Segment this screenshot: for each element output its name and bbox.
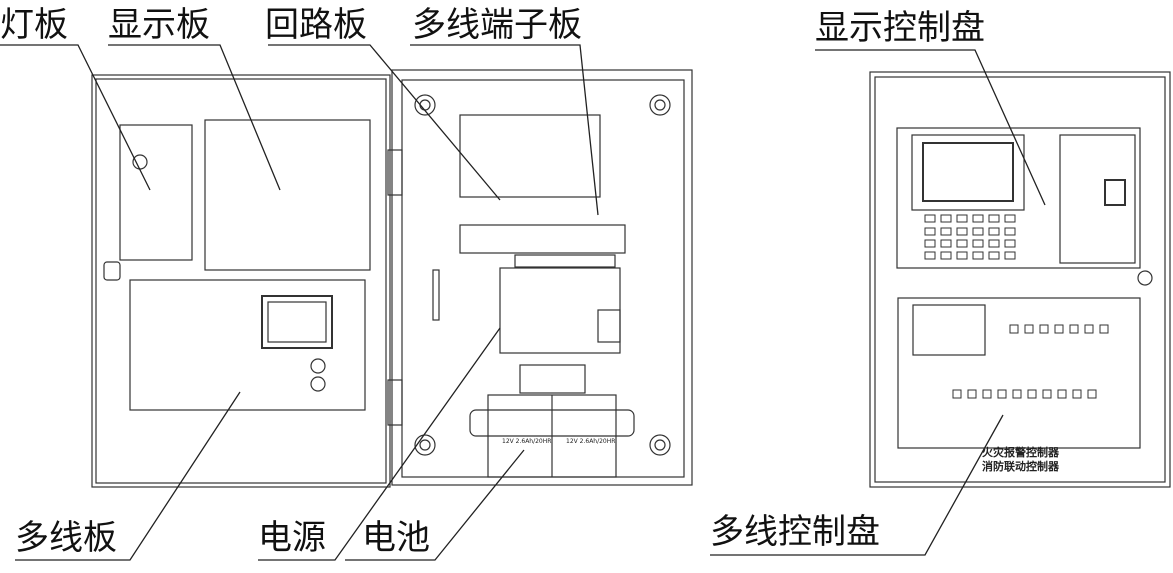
label-display-control-panel: 显示控制盘: [815, 8, 985, 48]
label-battery: 电池: [362, 518, 430, 558]
panel-text-line2: 消防联动控制器: [982, 460, 1059, 473]
label-multiline-terminal-board: 多线端子板: [412, 5, 582, 45]
label-power-supply: 电源: [258, 518, 326, 558]
panel-text-line1: 火灾报警控制器: [982, 446, 1059, 459]
label-multiline-board: 多线板: [15, 518, 117, 558]
battery-label-2: 12V 2.6Ah/20HR: [566, 438, 616, 445]
left-door: [91, 74, 391, 488]
label-light-board: 灯板: [0, 5, 68, 45]
cabinet-body: [387, 69, 693, 486]
keypad: [924, 214, 1109, 399]
battery-label-1: 12V 2.6Ah/20HR: [502, 438, 552, 445]
controller-front: [869, 71, 1171, 488]
label-loop-board: 回路板: [265, 5, 367, 45]
leader-lines: [0, 44, 1046, 561]
label-multiline-control-panel: 多线控制盘: [710, 512, 880, 552]
label-display-board: 显示板: [108, 5, 210, 45]
